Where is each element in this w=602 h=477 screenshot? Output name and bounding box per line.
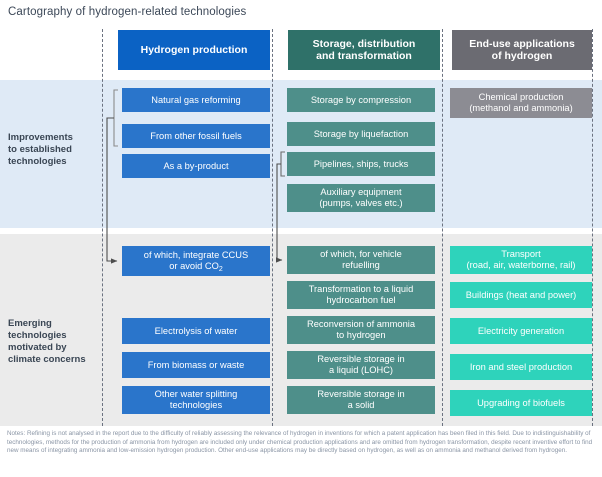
box-transport-line2: (road, air, waterborne, rail) — [466, 260, 576, 270]
box-storage-by-compression[interactable]: Storage by compression — [287, 88, 435, 112]
box-of-which-integrate-ccus[interactable]: of which, integrate CCUS or avoid CO2 — [122, 246, 270, 276]
box-electricity-generation[interactable]: Electricity generation — [450, 318, 592, 344]
box-lohc-line2: a liquid (LOHC) — [328, 365, 394, 375]
box-electricity-generation-label: Electricity generation — [477, 325, 565, 336]
band-label-emerging-line2: technologies — [8, 330, 67, 341]
box-lohc-line1: Reversible storage in — [317, 354, 405, 364]
box-other-water-splitting-line2: technologies — [169, 400, 223, 410]
box-ccus-line1: of which, integrate CCUS — [143, 249, 249, 260]
box-from-other-fossil-fuels-label: From other fossil fuels — [150, 130, 242, 141]
box-solid-storage-line1: Reversible storage in — [317, 389, 405, 399]
page-title: Cartography of hydrogen-related technolo… — [8, 6, 247, 18]
band-label-improvements-line3: technologies — [8, 156, 67, 167]
column-header-hydrogen-production: Hydrogen production — [118, 30, 270, 70]
box-other-water-splitting-technologies[interactable]: Other water splitting technologies — [122, 386, 270, 414]
box-vehicle-refuelling-line1: of which, for vehicle — [320, 249, 402, 259]
box-chemical-production[interactable]: Chemical production (methanol and ammoni… — [450, 88, 592, 118]
box-upgrading-of-biofuels-label: Upgrading of biofuels — [477, 397, 565, 408]
box-natural-gas-reforming-label: Natural gas reforming — [151, 94, 241, 105]
box-natural-gas-reforming[interactable]: Natural gas reforming — [122, 88, 270, 112]
box-from-biomass-or-waste[interactable]: From biomass or waste — [122, 352, 270, 378]
column-divider-middle — [272, 29, 273, 426]
box-other-water-splitting-line1: Other water splitting — [154, 389, 238, 399]
box-iron-and-steel-production[interactable]: Iron and steel production — [450, 354, 592, 380]
band-label-emerging-line1: Emerging — [8, 318, 52, 329]
box-as-a-by-product[interactable]: As a by-product — [122, 154, 270, 178]
column-header-end-use-applications: End-use applications of hydrogen — [452, 30, 592, 70]
box-transformation-to-liquid-hydrocarbon-fuel[interactable]: Transformation to a liquid hydrocarbon f… — [287, 281, 435, 309]
band-label-emerging-line4: climate concerns — [8, 354, 86, 365]
box-buildings-heat-and-power[interactable]: Buildings (heat and power) — [450, 282, 592, 308]
column-divider-far-right — [592, 29, 593, 426]
column-header-enduse-line1: End-use applications — [469, 37, 575, 50]
column-header-storage-distribution: Storage, distribution and transformation — [288, 30, 440, 70]
box-reversible-storage-in-a-liquid-lohc[interactable]: Reversible storage in a liquid (LOHC) — [287, 351, 435, 379]
box-solid-storage-line2: a solid — [347, 400, 375, 410]
box-storage-by-liquefaction[interactable]: Storage by liquefaction — [287, 122, 435, 146]
box-pipelines-ships-trucks[interactable]: Pipelines, ships, trucks — [287, 152, 435, 176]
box-chemical-production-line2: (methanol and ammonia) — [469, 103, 573, 113]
column-divider-right — [442, 29, 443, 426]
box-iron-and-steel-label: Iron and steel production — [469, 361, 573, 372]
band-label-improvements: Improvements to established technologies — [8, 132, 98, 168]
box-reconversion-of-ammonia-to-hydrogen[interactable]: Reconversion of ammonia to hydrogen — [287, 316, 435, 344]
box-as-a-by-product-label: As a by-product — [163, 160, 229, 171]
box-from-biomass-or-waste-label: From biomass or waste — [147, 359, 245, 370]
box-auxiliary-equipment-line1: Auxiliary equipment — [320, 187, 402, 197]
column-divider-left — [102, 29, 103, 426]
box-reconversion-line1: Reconversion of ammonia — [307, 319, 415, 329]
box-transport[interactable]: Transport (road, air, waterborne, rail) — [450, 246, 592, 274]
box-electrolysis-of-water-label: Electrolysis of water — [154, 325, 238, 336]
band-label-improvements-line2: to established — [8, 144, 72, 155]
box-auxiliary-equipment-line2: (pumps, valves etc.) — [319, 198, 403, 208]
box-ccus-line2: or avoid CO2 — [169, 260, 223, 273]
box-chemical-production-line1: Chemical production — [478, 92, 564, 102]
box-from-other-fossil-fuels[interactable]: From other fossil fuels — [122, 124, 270, 148]
subscript-two: 2 — [218, 265, 223, 273]
box-pipelines-ships-trucks-label: Pipelines, ships, trucks — [313, 158, 409, 169]
box-transformation-line2: hydrocarbon fuel — [326, 295, 396, 305]
box-auxiliary-equipment[interactable]: Auxiliary equipment (pumps, valves etc.) — [287, 184, 435, 212]
column-header-storage-line1: Storage, distribution — [312, 37, 416, 50]
box-transport-line1: Transport — [501, 249, 541, 259]
notes-text: Notes: Refining is not analysed in the r… — [7, 430, 593, 455]
column-header-hydrogen-production-label: Hydrogen production — [140, 43, 248, 56]
box-vehicle-refuelling-line2: refuelling — [342, 260, 380, 270]
band-label-emerging: Emerging technologies motivated by clima… — [8, 318, 98, 366]
box-storage-by-liquefaction-label: Storage by liquefaction — [313, 128, 409, 139]
box-buildings-label: Buildings (heat and power) — [465, 289, 577, 300]
band-label-emerging-line3: motivated by — [8, 342, 67, 353]
box-upgrading-of-biofuels[interactable]: Upgrading of biofuels — [450, 390, 592, 416]
column-header-enduse-line2: of hydrogen — [491, 50, 553, 62]
box-transformation-line1: Transformation to a liquid — [308, 284, 414, 294]
box-reversible-storage-in-a-solid[interactable]: Reversible storage in a solid — [287, 386, 435, 414]
column-header-storage-line2: and transformation — [316, 50, 412, 62]
box-storage-by-compression-label: Storage by compression — [310, 94, 412, 105]
box-reconversion-line2: to hydrogen — [336, 330, 386, 340]
box-electrolysis-of-water[interactable]: Electrolysis of water — [122, 318, 270, 344]
band-label-improvements-line1: Improvements — [8, 132, 73, 143]
box-of-which-for-vehicle-refuelling[interactable]: of which, for vehicle refuelling — [287, 246, 435, 274]
